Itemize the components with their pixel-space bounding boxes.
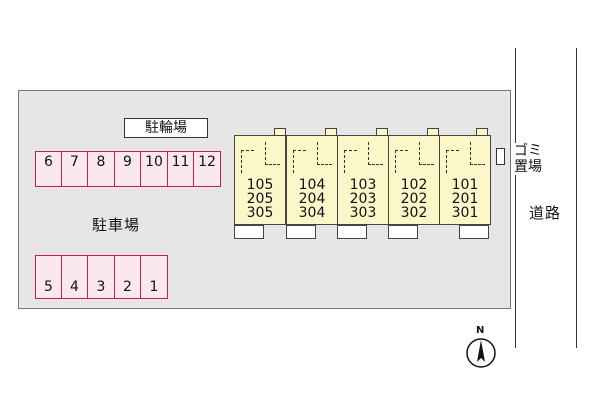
parking-space-number: 3 <box>96 279 106 295</box>
parking-space: 1 <box>140 255 168 299</box>
garbage-label-line1: ゴミ <box>514 143 542 159</box>
interior-dashed-line <box>419 142 434 165</box>
parking-space: 2 <box>114 255 141 299</box>
interior-dashed-line <box>395 150 408 173</box>
unit-block: 105 205 305 <box>234 135 286 225</box>
building-roof-bump <box>427 128 439 136</box>
room-number: 204 <box>298 191 326 207</box>
building-roof-bump <box>274 128 286 136</box>
parking-space-number: 4 <box>70 279 79 295</box>
bicycle-parking-label: 駐輪場 <box>124 118 208 138</box>
balcony <box>388 225 418 239</box>
room-number: 104 <box>298 177 326 193</box>
room-number: 205 <box>246 191 274 207</box>
interior-dashed-line <box>470 142 485 165</box>
parking-space-number: 8 <box>96 154 106 170</box>
interior-dashed-line <box>241 150 254 173</box>
parking-space-number: 1 <box>149 279 159 295</box>
building-roof-bump <box>376 128 388 136</box>
balcony <box>286 225 316 239</box>
room-number: 304 <box>298 205 326 221</box>
interior-dashed-line <box>344 150 357 173</box>
road-edge-right <box>576 48 577 348</box>
parking-space-number: 5 <box>44 279 53 295</box>
road-edge-left <box>515 48 516 348</box>
garbage-label-line2: 置場 <box>514 159 542 175</box>
unit-block: 101 201 301 <box>439 135 491 225</box>
room-number: 203 <box>349 191 377 207</box>
parking-space: 4 <box>61 255 88 299</box>
parking-space-number: 12 <box>198 154 216 170</box>
road-label: 道路 <box>529 204 562 222</box>
balcony <box>234 225 264 239</box>
unit-block: 104 204 304 <box>286 135 338 225</box>
room-number: 201 <box>451 191 479 207</box>
unit-block: 102 202 302 <box>388 135 440 225</box>
interior-dashed-line <box>293 150 306 173</box>
building-roof-bump <box>476 128 488 136</box>
balcony <box>459 225 489 239</box>
parking-space: 10 <box>140 151 168 187</box>
car-parking-label: 駐車場 <box>92 216 141 234</box>
interior-dashed-line <box>446 150 459 173</box>
interior-dashed-line <box>265 142 280 165</box>
parking-space: 12 <box>193 151 221 187</box>
room-number: 101 <box>451 177 479 193</box>
parking-space: 7 <box>61 151 88 187</box>
room-number: 301 <box>451 205 479 221</box>
parking-space-number: 9 <box>123 154 132 170</box>
garbage-station-box <box>496 148 505 165</box>
north-label: N <box>476 325 485 336</box>
parking-space: 6 <box>35 151 62 187</box>
parking-space: 3 <box>87 255 115 299</box>
interior-dashed-line <box>368 142 383 165</box>
room-number: 105 <box>246 177 274 193</box>
parking-space-number: 10 <box>145 154 163 170</box>
interior-dashed-line <box>317 142 332 165</box>
parking-space-number: 11 <box>171 154 190 170</box>
parking-space: 5 <box>35 255 62 299</box>
unit-block: 103 203 303 <box>337 135 389 225</box>
compass-icon <box>466 338 496 368</box>
room-number: 202 <box>400 191 428 207</box>
building-roof-bump <box>325 128 337 136</box>
balcony <box>337 225 367 239</box>
room-number: 103 <box>349 177 377 193</box>
parking-space: 8 <box>87 151 115 187</box>
room-number: 305 <box>246 205 274 221</box>
parking-space: 11 <box>167 151 194 187</box>
parking-space-number: 7 <box>70 154 79 170</box>
parking-space: 9 <box>114 151 141 187</box>
parking-space-number: 6 <box>44 154 53 170</box>
garbage-station-label: ゴミ 置場 <box>514 143 542 175</box>
room-number: 303 <box>349 205 377 221</box>
parking-space-number: 2 <box>123 279 132 295</box>
room-number: 102 <box>400 177 428 193</box>
room-number: 302 <box>400 205 428 221</box>
